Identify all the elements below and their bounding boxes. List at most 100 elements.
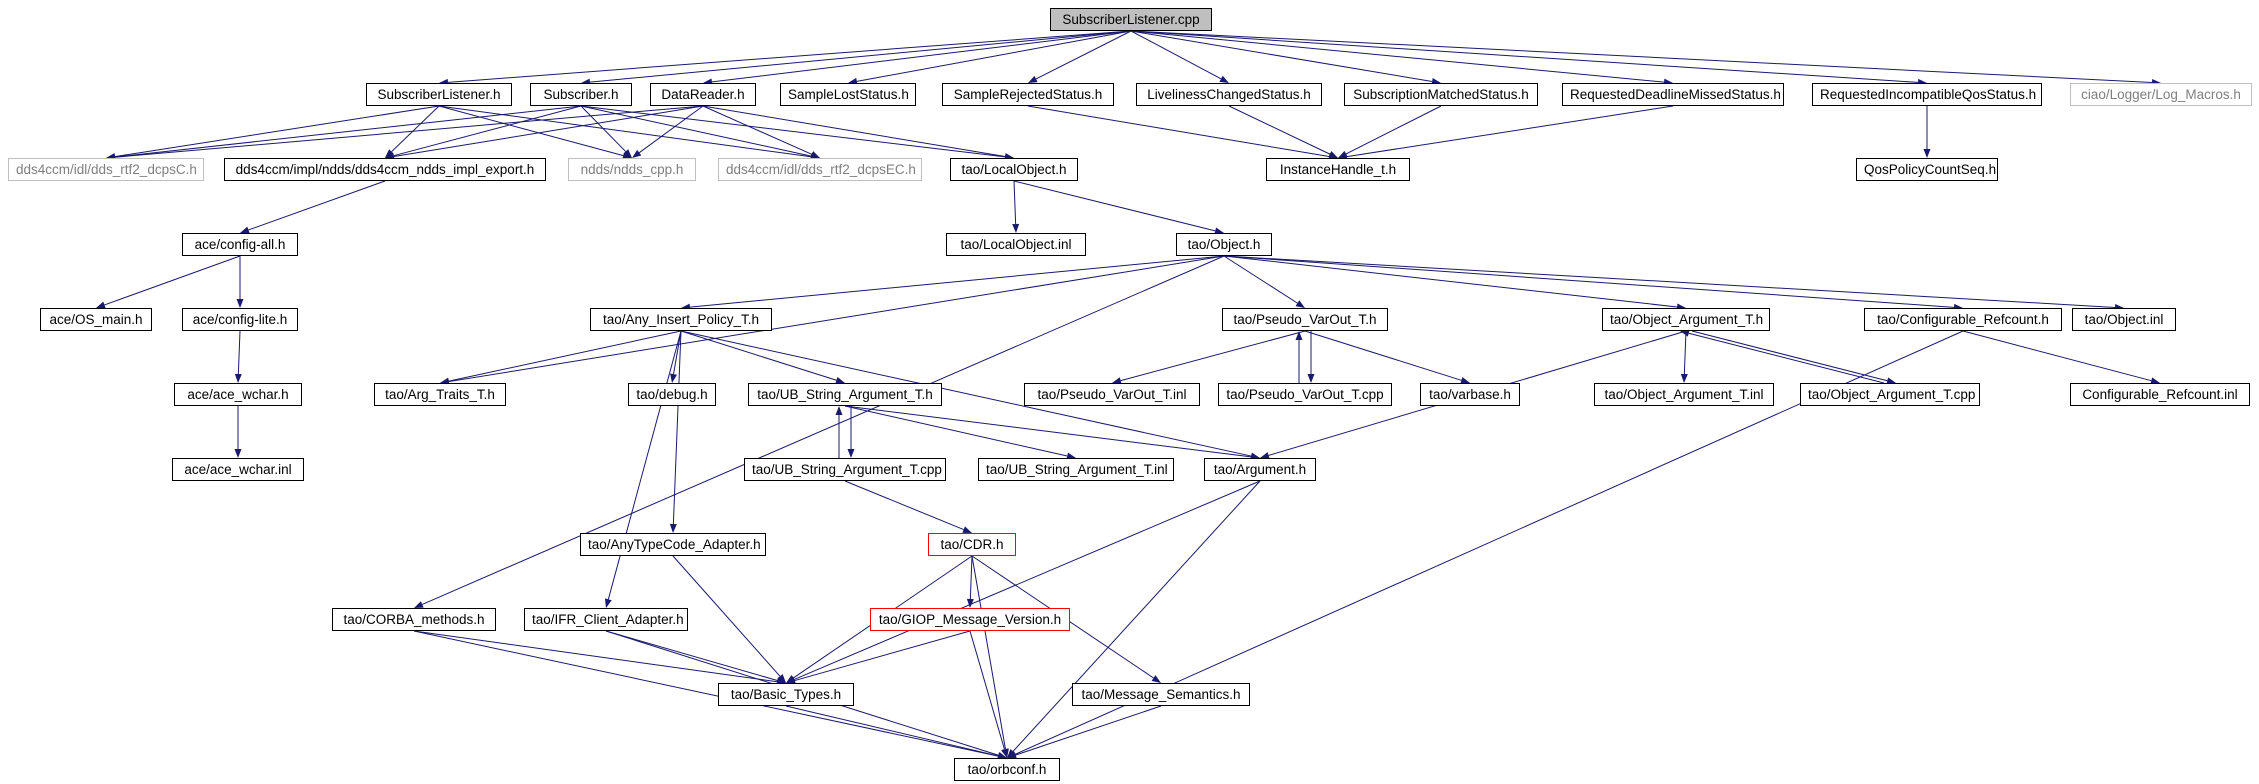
arrowhead-cfgall-to-osmain: [96, 301, 106, 309]
edge-lcs_h-to-insthandle: [1228, 105, 1331, 155]
node-wchar-h[interactable]: ace/ace_wchar.h: [174, 383, 302, 406]
node-atca[interactable]: tao/AnyTypeCode_Adapter.h: [580, 533, 766, 556]
node-cfgref-inl[interactable]: Configurable_Refcount.inl: [2070, 383, 2250, 406]
node-sub-h[interactable]: Subscriber.h: [530, 83, 632, 106]
arrowhead-giop-to-orbconf: [1001, 748, 1008, 758]
node-osmain[interactable]: ace/OS_main.h: [40, 308, 152, 331]
node-giop[interactable]: tao/GIOP_Message_Version.h: [870, 608, 1070, 631]
edge-cfgref_h-to-cfgref_inl: [1962, 330, 2152, 382]
arrowhead-cfgref_h-to-cfgref_inl: [2150, 377, 2160, 385]
edge-root-to-sl_h: [447, 30, 1132, 83]
node-qospol[interactable]: QosPolicyCountSeq.h: [1856, 158, 1998, 181]
arrowhead-implexp-to-cfgall: [240, 226, 250, 234]
edge-basic-to-orbconf: [785, 705, 999, 757]
edge-dr_h-to-dcpsec: [702, 105, 812, 155]
edge-usat_h-to-arg_h: [844, 405, 1252, 458]
node-cfgall[interactable]: ace/config-all.h: [182, 233, 298, 256]
edge-cdr-to-orbconf: [971, 555, 1006, 750]
node-obj-h[interactable]: tao/Object.h: [1176, 233, 1272, 256]
arrowhead-oat_h-to-oat_cpp: [1886, 377, 1896, 385]
node-cfgref-h[interactable]: tao/Configurable_Refcount.h: [1864, 308, 2062, 331]
node-sls-h[interactable]: SampleLostStatus.h: [780, 83, 916, 106]
edge-giop-to-orbconf: [969, 630, 1005, 750]
node-ifr[interactable]: tao/IFR_Client_Adapter.h: [524, 608, 688, 631]
arrowhead-arg_h-to-orbconf: [1007, 748, 1016, 758]
node-cfglite[interactable]: ace/config-lite.h: [182, 308, 298, 331]
node-corbam[interactable]: tao/CORBA_methods.h: [332, 608, 496, 631]
node-usat-cpp[interactable]: tao/UB_String_Argument_T.cpp: [744, 458, 946, 481]
edge-root-to-lcs_h: [1130, 30, 1222, 80]
edge-anyins-to-argtraits: [448, 330, 682, 382]
node-srs-h[interactable]: SampleRejectedStatus.h: [942, 83, 1114, 106]
node-oat-h[interactable]: tao/Object_Argument_T.h: [1602, 308, 1770, 331]
edge-anyins-to-debug: [673, 330, 682, 375]
arrowhead-anyins-to-argtraits: [440, 377, 450, 385]
node-argtraits[interactable]: tao/Arg_Traits_T.h: [374, 383, 506, 406]
arrowhead-pvo_h-to-pvo_inl: [1112, 377, 1122, 385]
node-usat-inl[interactable]: tao/UB_String_Argument_T.inl: [978, 458, 1174, 481]
edge-ifr-to-basic: [605, 630, 778, 681]
edge-obj_h-to-argtraits: [448, 255, 1225, 383]
edge-sub_h-to-nddscpp: [580, 105, 627, 152]
node-cdr[interactable]: tao/CDR.h: [928, 533, 1016, 556]
arrowhead-msgsem-to-orbconf: [1007, 751, 1017, 759]
node-dcpsec[interactable]: dds4ccm/idl/dds_rtf2_dcpsEC.h: [718, 158, 922, 181]
node-lcs-h[interactable]: LivelinessChangedStatus.h: [1136, 83, 1322, 106]
node-anyins[interactable]: tao/Any_Insert_Policy_T.h: [590, 308, 772, 331]
node-varbase[interactable]: tao/varbase.h: [1420, 383, 1520, 406]
node-sms-h[interactable]: SubscriptionMatchedStatus.h: [1344, 83, 1538, 106]
node-msgsem[interactable]: tao/Message_Semantics.h: [1072, 683, 1250, 706]
node-usat-h[interactable]: tao/UB_String_Argument_T.h: [748, 383, 942, 406]
node-wchar-inl[interactable]: ace/ace_wchar.inl: [172, 458, 304, 481]
node-arg-h[interactable]: tao/Argument.h: [1204, 458, 1316, 481]
node-basic[interactable]: tao/Basic_Types.h: [718, 683, 854, 706]
edge-rdms_h-to-insthandle: [1346, 105, 1674, 158]
edge-obj_h-to-pvo_h: [1223, 255, 1298, 304]
edge-sl_h-to-dcpsec: [438, 105, 812, 158]
arrowhead-pvo_h-to-varbase: [1460, 376, 1470, 384]
node-insthandle[interactable]: InstanceHandle_t.h: [1266, 158, 1410, 181]
node-locobj-inl[interactable]: tao/LocalObject.inl: [946, 233, 1086, 256]
arrowhead-obj_h-to-corbam: [414, 601, 424, 608]
edge-sub_h-to-dcpsc: [114, 105, 582, 158]
node-logmac[interactable]: ciao/Logger/Log_Macros.h: [2070, 83, 2252, 106]
node-debug[interactable]: tao/debug.h: [628, 383, 716, 406]
edge-root-to-logmac: [1130, 30, 2153, 84]
node-obj-inl[interactable]: tao/Object.inl: [2072, 308, 2176, 331]
edge-anyins-to-usat_h: [680, 330, 837, 381]
node-implexp[interactable]: dds4ccm/impl/ndds/dds4ccm_ndds_impl_expo…: [224, 158, 546, 181]
node-rdms-h[interactable]: RequestedDeadlineMissedStatus.h: [1562, 83, 1784, 106]
node-pvo-h[interactable]: tao/Pseudo_VarOut_T.h: [1222, 308, 1388, 331]
arrowhead-cfglite-to-wchar_h: [234, 373, 242, 383]
node-nddscpp[interactable]: ndds/ndds_cpp.h: [568, 158, 696, 181]
edge-cdr-to-giop: [969, 555, 973, 600]
node-oat-inl[interactable]: tao/Object_Argument_T.inl: [1594, 383, 1774, 406]
arrowhead-oat_h-to-arg_h: [1260, 452, 1270, 459]
edge-sl_h-to-nddscpp: [438, 105, 624, 157]
edge-obj_h-to-oat_h: [1223, 255, 1678, 308]
node-dcpsc[interactable]: dds4ccm/idl/dds_rtf2_dcpsC.h: [8, 158, 204, 181]
edge-dr_h-to-dcpsc: [114, 105, 704, 158]
node-riqs-h[interactable]: RequestedIncompatibleQosStatus.h: [1812, 83, 2042, 106]
edge-corbam-to-orbconf: [413, 630, 999, 757]
node-dr-h[interactable]: DataReader.h: [650, 83, 756, 106]
arrowhead-anyins-to-ifr: [604, 598, 612, 608]
edge-locobj_h-to-obj_h: [1013, 180, 1216, 232]
node-locobj-h[interactable]: tao/LocalObject.h: [950, 158, 1078, 181]
edge-sms_h-to-insthandle: [1345, 105, 1442, 155]
node-pvo-cpp[interactable]: tao/Pseudo_VarOut_T.cpp: [1218, 383, 1392, 406]
node-root[interactable]: SubscriberListener.cpp: [1050, 8, 1212, 31]
node-pvo-inl[interactable]: tao/Pseudo_VarOut_T.inl: [1024, 383, 1200, 406]
arrowhead-pvo_cpp-to-pvo_h: [1295, 331, 1303, 340]
arrowhead-obj_h-to-pvo_h: [1295, 300, 1305, 308]
node-sl-h[interactable]: SubscriberListener.h: [366, 83, 512, 106]
node-orbconf[interactable]: tao/orbconf.h: [954, 758, 1060, 781]
node-oat-cpp[interactable]: tao/Object_Argument_T.cpp: [1800, 383, 1980, 406]
arrowhead-ifr-to-basic: [776, 677, 786, 684]
arrowhead-cfgall-to-cfglite: [236, 299, 244, 308]
edge-oat_h-to-oat_cpp: [1691, 330, 1888, 382]
edge-dr_h-to-nddscpp: [638, 105, 704, 154]
edge-sub_h-to-implexp: [393, 105, 582, 157]
arrowhead-oat_cpp-to-oat_h: [1680, 329, 1690, 337]
edge-obj_h-to-cfgref_h: [1223, 255, 1955, 308]
